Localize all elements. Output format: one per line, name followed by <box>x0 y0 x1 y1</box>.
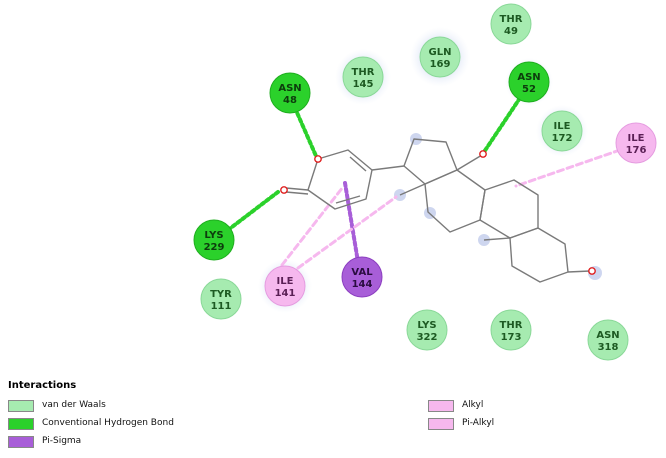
residue-circle <box>587 319 629 361</box>
residue-number: 111 <box>211 301 232 312</box>
ring-a <box>509 227 569 283</box>
residue-circle <box>193 219 235 261</box>
residue-name: TYR <box>210 289 232 300</box>
residue-circle <box>269 72 311 114</box>
legend-title: Interactions <box>8 380 77 391</box>
residue-name: VAL <box>351 267 373 278</box>
residue-number: 173 <box>501 332 522 343</box>
residue-name: ASN <box>596 330 619 341</box>
legend-swatch-conventional-hbond <box>8 418 34 430</box>
residue-number: 318 <box>598 342 619 353</box>
hydroxyl-bond <box>567 270 591 273</box>
legend-label-van-der-waals: van der Waals <box>42 400 106 410</box>
residue-number: 141 <box>275 288 296 299</box>
hbond-asn48 <box>293 106 318 158</box>
ligand-structure <box>285 138 591 283</box>
residue-name: ILE <box>277 276 294 287</box>
c14-oxygen <box>479 150 487 158</box>
residue-circle <box>541 110 583 152</box>
residue-number: 229 <box>204 242 225 253</box>
residue-name: ILE <box>628 133 645 144</box>
residue-circle <box>508 61 550 103</box>
pyranone-inner-bond-1 <box>349 156 367 172</box>
residue-name: ILE <box>554 121 571 132</box>
legend-label-pi-alkyl: Pi-Alkyl <box>462 418 495 428</box>
pi-sigma-val144 <box>343 181 360 264</box>
c3-oxygen <box>588 267 596 275</box>
residue-number: 145 <box>353 79 374 90</box>
residue-circle <box>490 3 532 45</box>
carbonyl-bond-1 <box>285 187 309 191</box>
residue-name: GLN <box>429 47 452 58</box>
legend-swatch-van-der-waals <box>8 400 34 412</box>
legend-swatch-pi-alkyl <box>428 418 454 430</box>
ring-oxygen <box>314 155 322 163</box>
residue-number: 172 <box>552 133 573 144</box>
residue-circle <box>490 309 532 351</box>
residue-circle <box>419 36 461 78</box>
carbonyl-oxygen <box>280 186 288 194</box>
residue-circle <box>200 278 242 320</box>
residue-name: THR <box>500 320 523 331</box>
legend-label-alkyl: Alkyl <box>462 400 484 410</box>
pyranone-inner-bond-2 <box>335 195 361 204</box>
residue-number: 49 <box>504 26 518 37</box>
residue-name: THR <box>500 14 523 25</box>
oxygen-atoms <box>280 150 596 275</box>
residue-number: 176 <box>626 145 647 156</box>
residue-circle <box>264 265 306 307</box>
legend: Interactions van der Waals Conventional … <box>0 370 666 458</box>
alkyl-ile141-b <box>296 195 398 270</box>
residue-name: THR <box>352 67 375 78</box>
residue-circle <box>342 56 384 98</box>
residue-number: 52 <box>522 84 536 95</box>
c14-oxygen-bond <box>456 154 483 171</box>
legend-swatch-pi-sigma <box>8 436 34 448</box>
ring-c <box>424 169 486 233</box>
hbond-lys229 <box>226 190 280 232</box>
residue-name: ASN <box>517 72 540 83</box>
residue-number: 48 <box>283 95 297 106</box>
residue-circle <box>406 309 448 351</box>
carbonyl-bond-2 <box>285 191 309 195</box>
residue-name: ASN <box>278 83 301 94</box>
methyl-c18 <box>399 183 426 196</box>
interaction-lines <box>226 96 622 270</box>
legend-label-pi-sigma: Pi-Sigma <box>42 436 82 446</box>
alkyl-ile141-a <box>280 185 345 267</box>
residue-circle <box>615 122 657 164</box>
residue-name: LYS <box>204 230 223 241</box>
residue-number: 169 <box>430 59 451 70</box>
methyl-c19 <box>483 237 511 241</box>
ring-d <box>403 138 458 185</box>
legend-swatch-alkyl <box>428 400 454 412</box>
alkyl-ile176 <box>514 148 622 188</box>
hbond-asn52 <box>482 96 522 154</box>
residue-number: 144 <box>352 279 373 290</box>
residue-circle <box>341 256 383 298</box>
residue-number: 322 <box>417 332 438 343</box>
residue-name: LYS <box>417 320 436 331</box>
ring-b <box>479 179 539 239</box>
legend-label-conventional-hbond: Conventional Hydrogen Bond <box>42 418 174 428</box>
link-bond <box>371 165 405 171</box>
